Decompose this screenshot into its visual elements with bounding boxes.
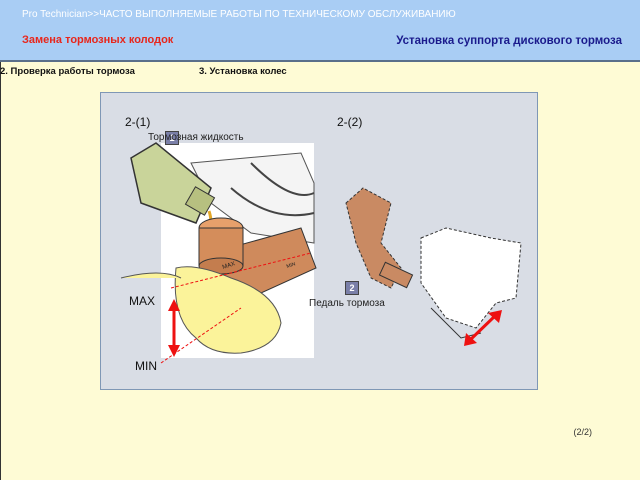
callout-number-2: 2 [345, 281, 359, 295]
brake-fluid-reservoir: MAX MIN [198, 217, 317, 294]
section-subtitle: Замена тормозных колодок [22, 34, 174, 46]
callout-label-brake-fluid: Тормозная жидкость [148, 132, 244, 143]
level-range-arrow [168, 299, 180, 357]
page-indicator: (2/2) [573, 427, 592, 437]
breadcrumb[interactable]: Pro Technician>>ЧАСТО ВЫПОЛНЯЕМЫЕ РАБОТЫ… [22, 9, 456, 20]
header-bar: Pro Technician>>ЧАСТО ВЫПОЛНЯЕМЫЕ РАБОТЫ… [0, 0, 640, 62]
page-title: Установка суппорта дискового тормоза [396, 35, 622, 47]
reservoir-min-mark: MIN [286, 261, 297, 270]
step-tab-brake-check[interactable]: 2. Проверка работы тормоза [0, 66, 135, 77]
step-tab-wheel-install[interactable]: 3. Установка колес [199, 66, 287, 77]
reservoir-max-mark: MAX [222, 261, 236, 271]
illustration-panel: MAX MIN 2-(1) 2-(2) 1 Тормозная ж [100, 92, 538, 390]
content-area [0, 62, 640, 480]
min-level-label: MIN [135, 359, 157, 373]
brake-pedal-illustration [345, 187, 522, 346]
figure-caption-right: 2-(2) [337, 115, 363, 129]
callout-label-brake-pedal: Педаль тормоза [309, 298, 385, 309]
max-level-label: MAX [129, 294, 156, 308]
callout-number-1: 1 [165, 131, 179, 145]
brake-fluid-illustration: MAX MIN [120, 142, 522, 364]
figure-caption-left: 2-(1) [125, 115, 151, 129]
